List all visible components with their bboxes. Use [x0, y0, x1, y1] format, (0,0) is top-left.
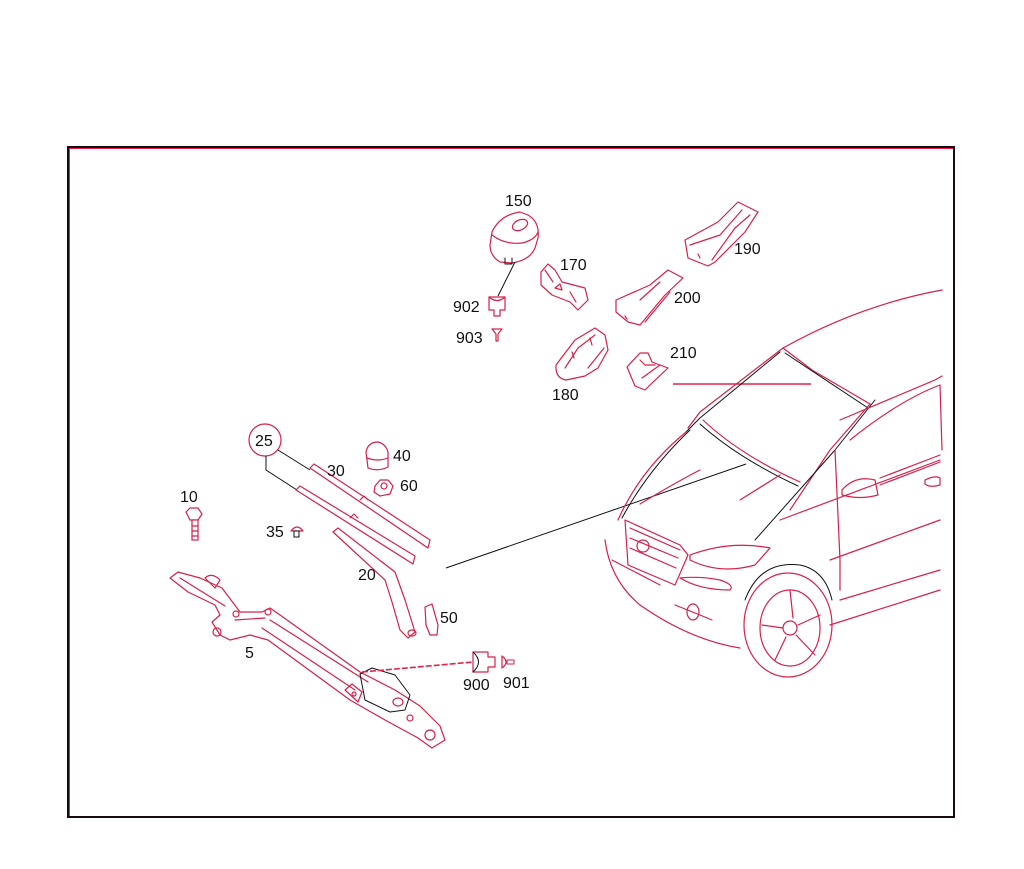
callout-60: 60	[400, 478, 418, 495]
vehicle-outline	[604, 289, 943, 678]
part-30-wiper-blade[interactable]	[309, 463, 431, 549]
callout-170: 170	[560, 257, 587, 274]
callout-180: 180	[552, 387, 579, 404]
callout-25-circle	[248, 423, 282, 457]
leader-25	[265, 449, 311, 491]
part-5-linkage-frame[interactable]	[169, 571, 446, 749]
callout-30: 30	[327, 463, 345, 480]
callout-902: 902	[453, 299, 480, 316]
part-50-arm-cover[interactable]	[424, 603, 439, 636]
part-902-connector[interactable]	[488, 296, 506, 317]
callout-40: 40	[393, 448, 411, 465]
part-210-clip[interactable]	[626, 352, 669, 391]
part-10-bolt[interactable]	[185, 507, 203, 541]
part-150-sensor[interactable]	[489, 211, 539, 265]
part-25-wiper-blade-2[interactable]	[295, 485, 416, 565]
part-20-wiper-arm[interactable]	[332, 527, 417, 639]
part-180-cover[interactable]	[555, 327, 609, 381]
callout-900: 900	[463, 677, 490, 694]
callout-903: 903	[456, 330, 483, 347]
part-60-nut[interactable]	[373, 479, 394, 497]
leader-150	[497, 261, 516, 297]
part-190-cover[interactable]	[684, 201, 759, 267]
callout-10: 10	[180, 489, 198, 506]
callout-5: 5	[245, 645, 254, 662]
callout-150: 150	[505, 193, 532, 210]
callout-35: 35	[266, 524, 284, 541]
callout-901: 901	[503, 675, 530, 692]
leader-900	[361, 661, 474, 673]
callout-190: 190	[734, 241, 761, 258]
callout-210: 210	[670, 345, 697, 362]
part-40-cap[interactable]	[365, 441, 389, 471]
part-200-cover[interactable]	[615, 269, 684, 326]
callout-50: 50	[440, 610, 458, 627]
leader-hood	[445, 463, 747, 569]
callout-25: 25	[255, 433, 273, 450]
part-901-contact[interactable]	[501, 655, 515, 669]
callout-200: 200	[674, 290, 701, 307]
part-35-screw[interactable]	[290, 526, 304, 538]
diagram-frame	[67, 146, 955, 818]
part-900-connector[interactable]	[472, 651, 496, 673]
part-903-contact[interactable]	[491, 328, 503, 342]
part-170-bracket[interactable]	[540, 263, 589, 311]
callout-20: 20	[358, 567, 376, 584]
